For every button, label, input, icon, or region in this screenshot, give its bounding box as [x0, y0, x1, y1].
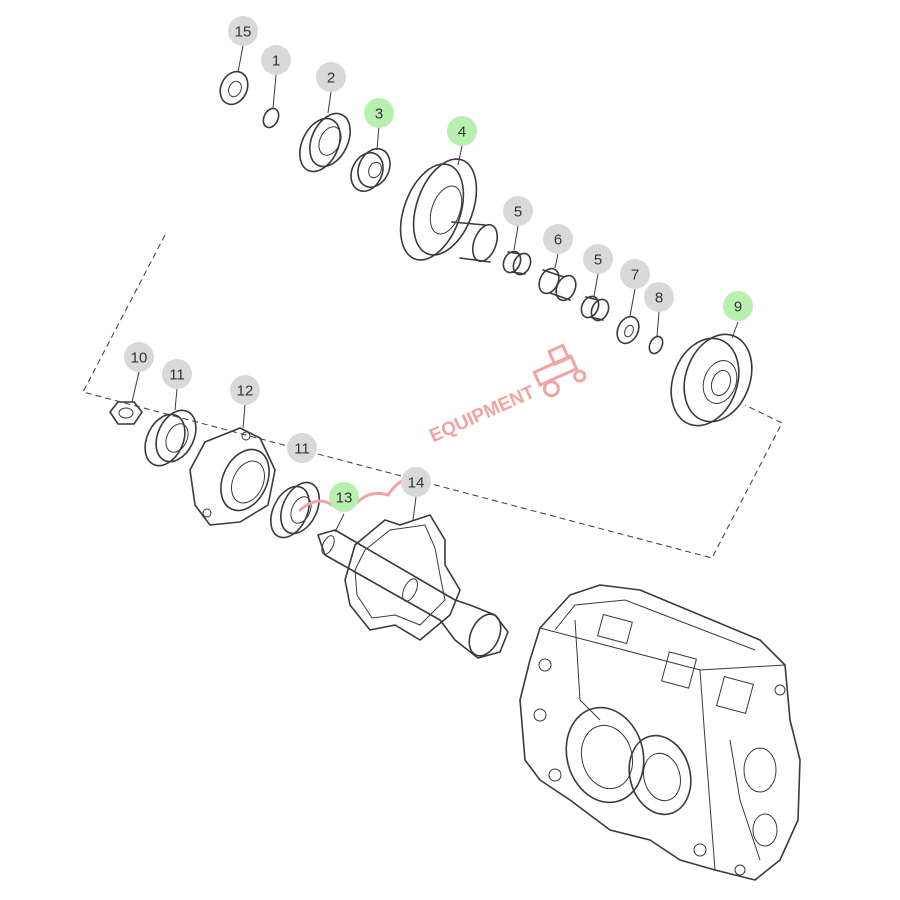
callout-badge — [583, 244, 613, 274]
callout-badge — [329, 482, 359, 512]
callout-badge — [287, 433, 317, 463]
part-8-snap-ring — [648, 335, 664, 355]
callout-11: 11 — [162, 359, 192, 389]
callout-badge — [644, 282, 674, 312]
callout-label: 9 — [734, 299, 742, 316]
callout-9: 9 — [723, 291, 753, 321]
callout-5: 5 — [503, 196, 533, 226]
part-13-pinion-shaft — [317, 529, 509, 659]
callout-6: 6 — [543, 224, 573, 254]
callout-label: 5 — [514, 204, 522, 221]
part-7-washer — [616, 315, 640, 345]
callout-badge — [503, 196, 533, 226]
part-3-bearing — [350, 147, 391, 193]
part-10-nut — [109, 401, 143, 425]
part-6-spacer — [538, 267, 577, 302]
callout-7: 7 — [620, 259, 650, 289]
part-14-gasket — [344, 514, 461, 641]
callout-label: 14 — [408, 475, 425, 492]
part-11-bearing-right — [270, 481, 320, 539]
part-12-bearing-housing — [189, 427, 276, 526]
part-2-bearing — [299, 112, 351, 173]
callout-badge — [162, 359, 192, 389]
callout-4: 4 — [447, 116, 477, 146]
callout-label: 4 — [458, 124, 466, 141]
assembly-boundary — [82, 234, 783, 559]
callout-label: 2 — [327, 70, 335, 87]
callout-label: 13 — [336, 490, 353, 507]
part-5-bushing-left — [502, 250, 532, 276]
callout-badge — [316, 62, 346, 92]
part-15-washer — [219, 70, 249, 106]
callout-10: 10 — [124, 342, 154, 372]
callout-label: 6 — [554, 232, 562, 249]
callout-label: 12 — [237, 383, 254, 400]
callout-label: 1 — [272, 53, 280, 70]
callout-label: 7 — [631, 267, 639, 284]
part-4-gear-shaft — [399, 158, 499, 263]
callout-badge — [124, 342, 154, 372]
callout-label: 11 — [294, 441, 310, 458]
part-9-gear — [670, 333, 753, 427]
callout-label: 3 — [375, 106, 383, 123]
callout-2: 2 — [316, 62, 346, 92]
callout-badge — [447, 116, 477, 146]
watermark-text: EQUIPMENT — [426, 382, 538, 447]
callout-badge — [723, 291, 753, 321]
callout-label: 10 — [131, 350, 148, 367]
callout-badge — [228, 16, 258, 46]
callout-label: 5 — [594, 252, 602, 269]
part-1-snap-ring — [262, 107, 280, 129]
callout-11: 11 — [287, 433, 317, 463]
callout-badge — [543, 224, 573, 254]
leader-lines — [131, 45, 739, 533]
callout-8: 8 — [644, 282, 674, 312]
transmission-housing — [519, 584, 801, 881]
callout-badge — [620, 259, 650, 289]
callout-badge — [364, 98, 394, 128]
watermark-tractor-icon — [532, 343, 587, 398]
callout-12: 12 — [230, 375, 260, 405]
callout-13: 13 — [329, 482, 359, 512]
callout-badge — [401, 467, 431, 497]
callout-3: 3 — [364, 98, 394, 128]
callout-label: 15 — [235, 24, 252, 41]
callout-label: 11 — [169, 367, 185, 384]
watermark-script — [298, 476, 412, 512]
callout-14: 14 — [401, 467, 431, 497]
callout-label: 8 — [655, 290, 663, 307]
callout-1: 1 — [261, 45, 291, 75]
callout-15: 15 — [228, 16, 258, 46]
part-11-bearing-left — [144, 409, 197, 467]
watermark: EQUIPMENT — [426, 382, 538, 447]
callout-badge — [261, 45, 291, 75]
callout-5: 5 — [583, 244, 613, 274]
callout-badge — [230, 375, 260, 405]
part-5-bushing-right — [580, 295, 610, 322]
